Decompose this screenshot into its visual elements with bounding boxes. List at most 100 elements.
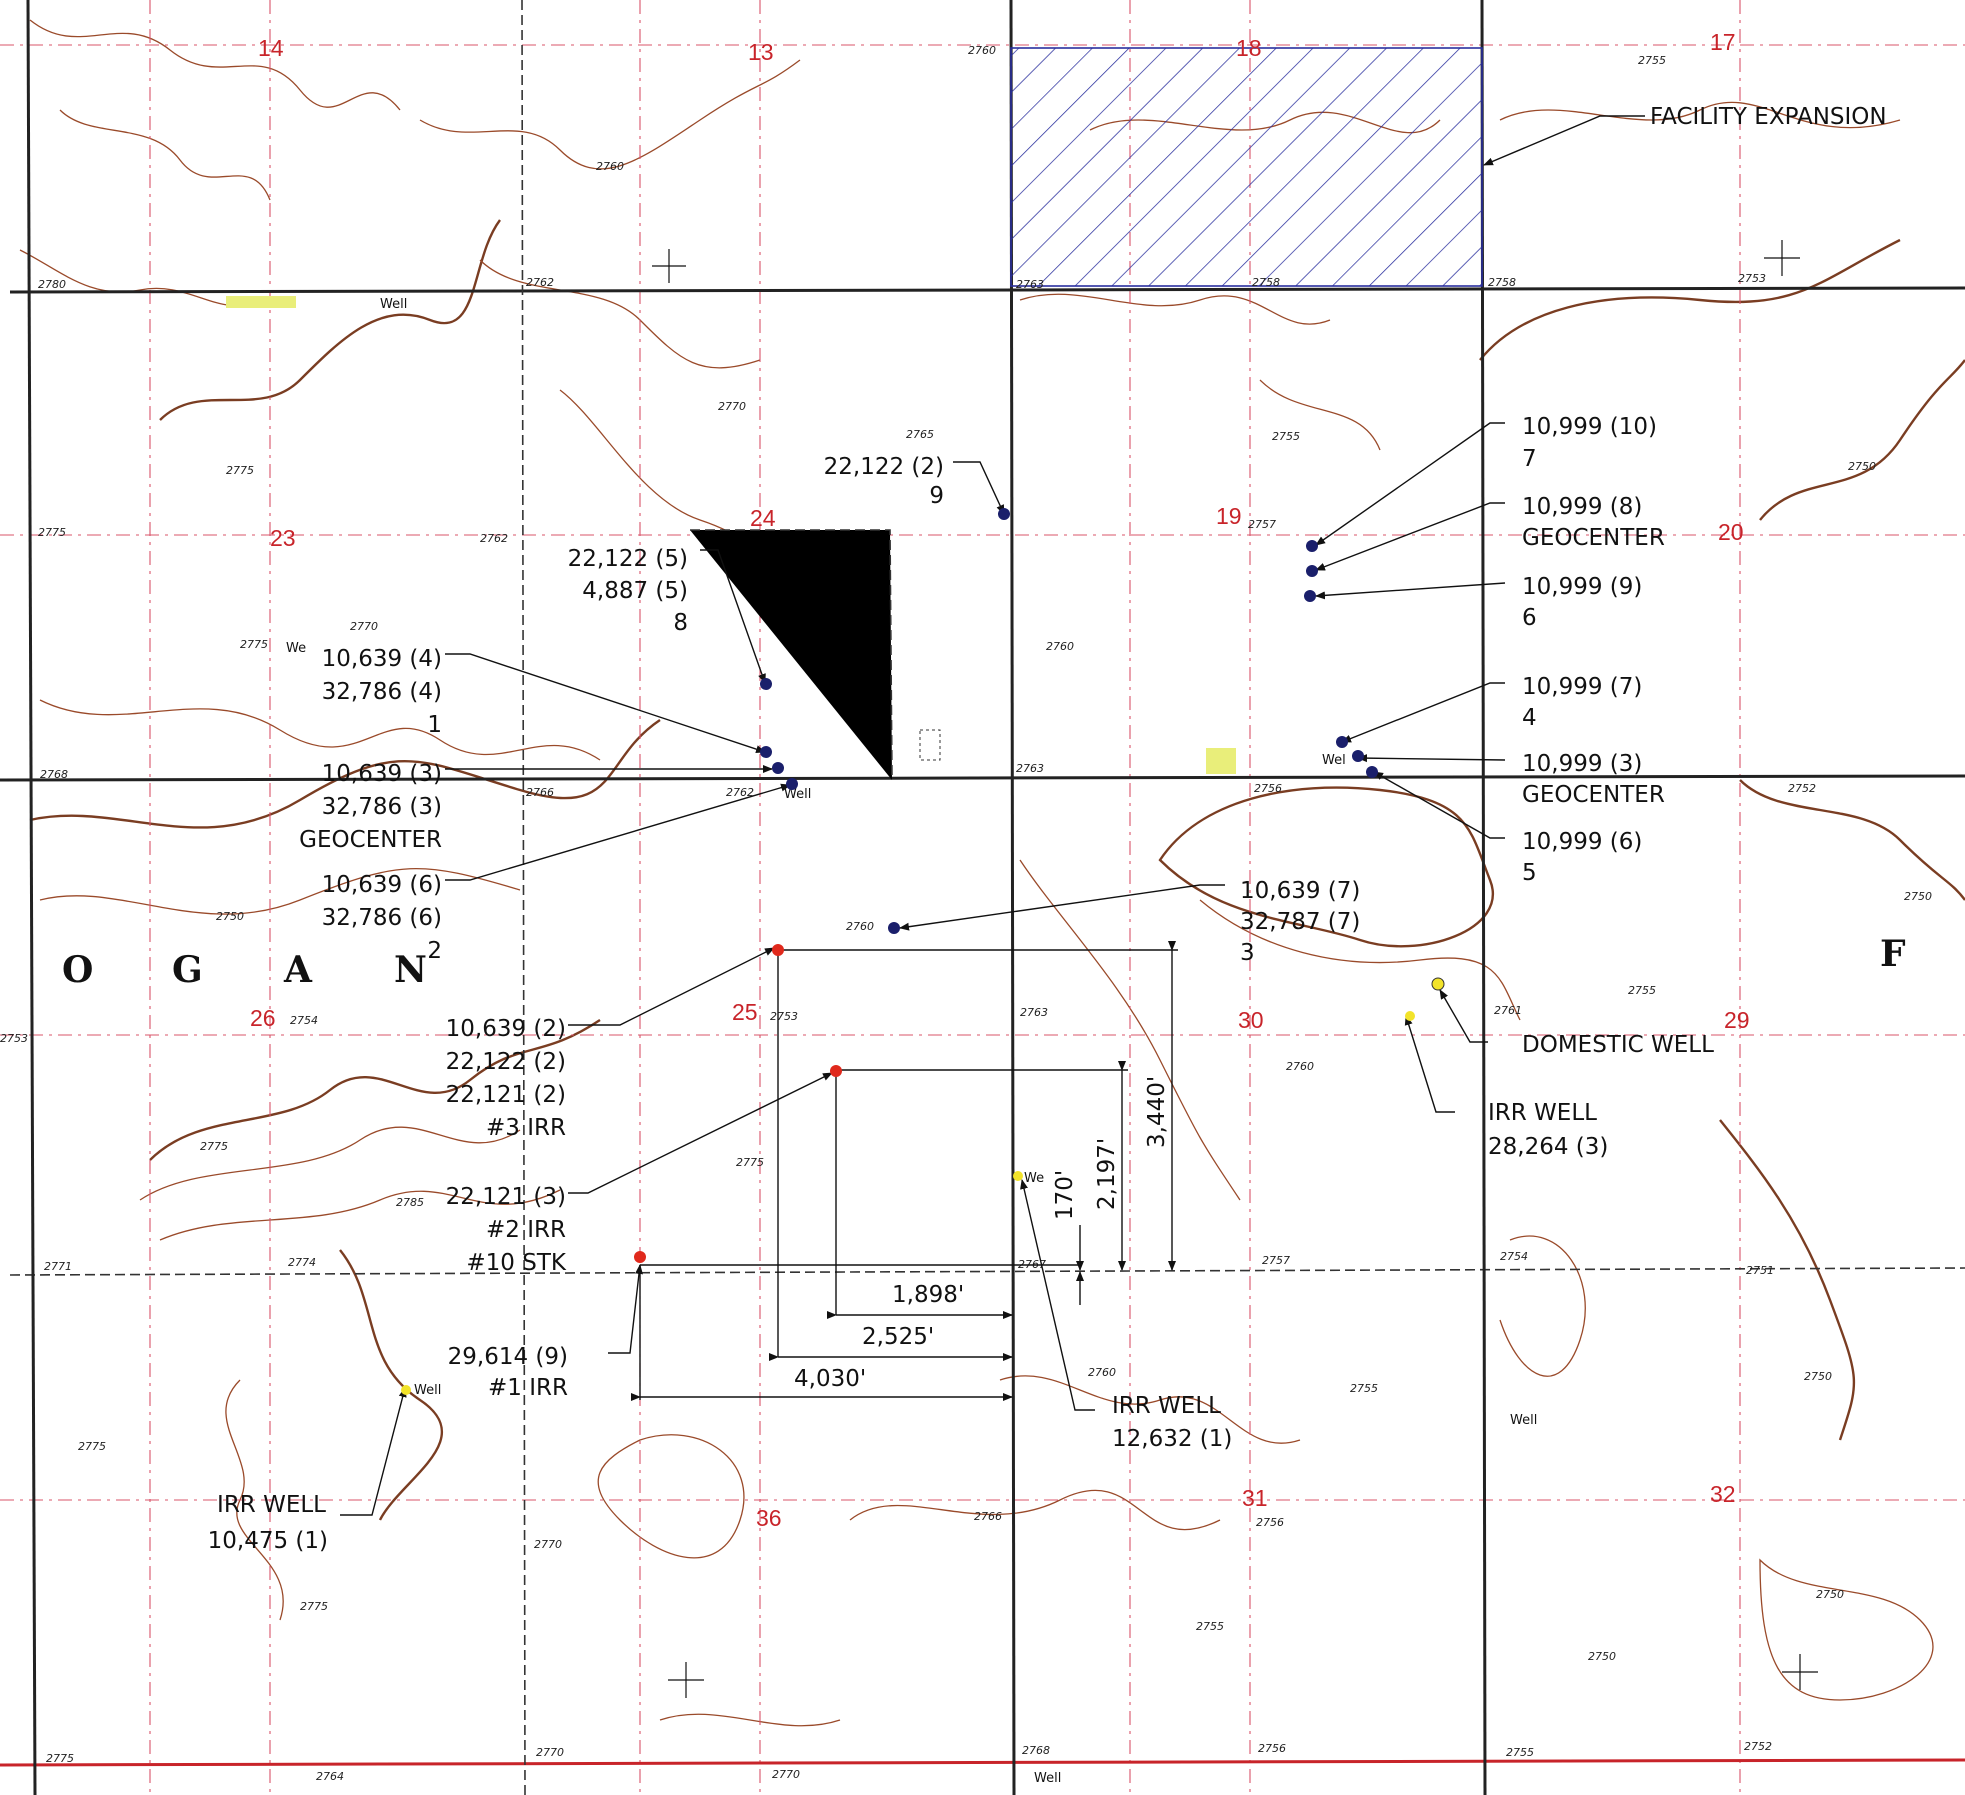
well-label: 9 [929,483,944,509]
section-19: 19 [1216,503,1242,529]
dimension-label: 170' [1052,1170,1078,1220]
elevation-label: 2756 [1256,1516,1284,1529]
well-label: 22,121 (3) [446,1184,566,1210]
well-label: 22,122 (5) [568,546,688,572]
well-marker-red [772,944,784,956]
elevation-label: 2750 [1848,460,1876,473]
elevation-label: 2752 [1744,1740,1772,1753]
well-label: 10,999 (10) [1522,414,1657,440]
elevation-label: 2770 [350,620,378,633]
well-marker-yellow [1405,1011,1415,1021]
elevation-label: 2755 [1272,430,1300,443]
map-word-well: Well [784,787,811,802]
contour-lines [19,19,1965,1727]
well-label: 5 [1522,860,1537,886]
section-24: 24 [750,505,776,531]
facility-expansion-area [1010,47,1483,287]
well-label: 32,786 (4) [322,679,442,705]
elevation-label: 2764 [316,1770,344,1783]
elevation-label: 2775 [78,1440,106,1453]
well-label: IRR WELL [217,1492,326,1518]
well-label: 10,999 (6) [1522,829,1642,855]
place-letter: N [394,949,427,991]
well-label: 32,787 (7) [1240,909,1360,935]
well-label: 4 [1522,705,1537,731]
elevation-label: 2770 [718,400,746,413]
elevation-label: 2754 [1500,1250,1528,1263]
section-36: 36 [756,1505,782,1531]
well-marker-red [830,1065,842,1077]
map-word-wel: Wel [1322,753,1346,768]
elevation-label: 2760 [596,160,624,173]
elevation-label: 2756 [1258,1742,1286,1755]
well-label: 32,786 (6) [322,905,442,931]
elevation-label: 2785 [396,1196,424,1209]
domestic-well-label: DOMESTIC WELL [1522,1032,1714,1058]
elevation-label: 2775 [200,1140,228,1153]
well-label: 10,999 (9) [1522,574,1642,600]
elevation-label: 2765 [906,428,934,441]
well-label: 10,639 (3) [322,761,442,787]
elevation-label: 2755 [1196,1620,1224,1633]
elevation-label: 2775 [240,638,268,651]
well-label: 22,122 (2) [824,454,944,480]
section-26: 26 [250,1005,276,1031]
well-markers [401,508,1445,1395]
well-label: #1 IRR [488,1375,568,1401]
elevation-label: 2763 [1016,762,1044,775]
well-label: 10,639 (7) [1240,878,1360,904]
dimension-label: 4,030' [794,1366,866,1392]
section-23: 23 [270,525,296,551]
well-marker-blue [998,508,1010,520]
well-label: 4,887 (5) [582,578,688,604]
well-marker-yellow [401,1385,411,1395]
place-letter: G [172,949,203,991]
well-label: 10,475 (1) [208,1528,328,1554]
elevation-label: 2760 [1088,1366,1116,1379]
well-label: 22,121 (2) [446,1082,566,1108]
elevation-label: 2753 [0,1032,28,1045]
elevation-label: 2770 [536,1746,564,1759]
elevation-label: 2762 [726,786,754,799]
survey-marks [652,240,1818,1698]
well-label: 12,632 (1) [1112,1426,1232,1452]
elevation-label: 2760 [968,44,996,57]
well-label: 29,614 (9) [448,1344,568,1370]
elevation-label: 2755 [1506,1746,1534,1759]
well-marker-blue [1352,750,1364,762]
elevation-label: 2763 [1016,278,1044,291]
section-32: 32 [1710,1481,1736,1507]
section-31: 31 [1242,1485,1268,1511]
place-name-letters: O G A N F [62,933,1906,991]
elevation-label: 2761 [1494,1004,1522,1017]
well-marker-blue [1336,736,1348,748]
map-word-well: Well [380,297,407,312]
map-word-well: Well [1034,1771,1061,1786]
elevation-label: 2758 [1488,276,1516,289]
well-label: 2 [427,938,442,964]
place-letter: F [1880,933,1906,975]
elevation-label: 2770 [534,1538,562,1551]
section-14: 14 [258,35,284,61]
section-25: 25 [732,999,758,1025]
dimension-label: 1,898' [892,1282,964,1308]
well-marker-red [634,1251,646,1263]
elevation-label: 2753 [1738,272,1766,285]
elevation-label: 2775 [46,1752,74,1765]
elevation-label: 2771 [44,1260,72,1273]
well-label: GEOCENTER [1522,782,1665,808]
elevation-labels: 2760 2755 2780 2762 2763 2758 2758 2753 … [0,44,1932,1783]
well-label: IRR WELL [1488,1100,1597,1126]
elevation-label: 2757 [1248,518,1276,531]
well-label: 8 [673,610,688,636]
elevation-label: 2762 [480,532,508,545]
leader-lines [340,115,1645,1516]
elevation-label: 2752 [1788,782,1816,795]
elevation-label: 2762 [526,276,554,289]
elevation-label: 2770 [772,1768,800,1781]
well-label: 10,999 (8) [1522,494,1642,520]
section-20: 20 [1718,519,1744,545]
well-label: 3 [1240,940,1255,966]
